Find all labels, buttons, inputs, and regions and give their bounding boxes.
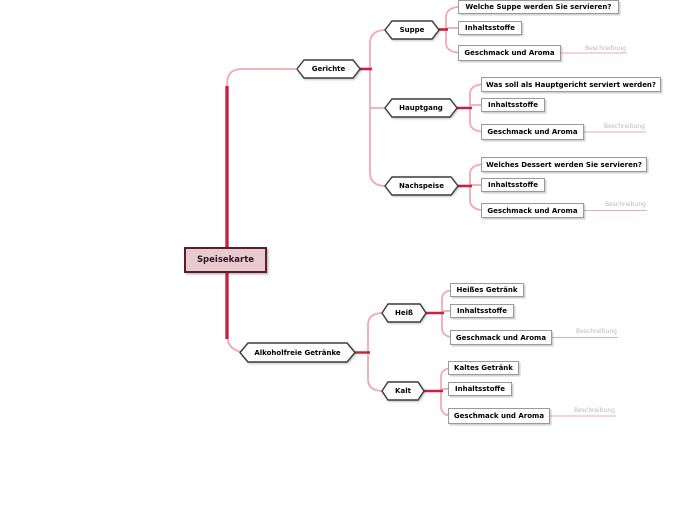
node-label: Kalt bbox=[395, 387, 411, 395]
hexagon-shape bbox=[384, 176, 459, 196]
leaf-label: Inhaltsstoffe bbox=[488, 101, 538, 109]
hexagon-shape bbox=[381, 381, 425, 401]
leaf-label: Welches Dessert werden Sie servieren? bbox=[486, 160, 642, 169]
leaf-label: Inhaltsstoffe bbox=[488, 181, 538, 189]
leaf-label: Heißes Getränk bbox=[456, 286, 518, 294]
node-nachspeise[interactable]: Nachspeise bbox=[384, 176, 459, 196]
leaf-label: Inhaltsstoffe bbox=[457, 307, 507, 315]
node-suppe[interactable]: Suppe bbox=[384, 20, 440, 40]
leaf-kalt-geschmack[interactable]: Geschmack und Aroma bbox=[448, 408, 550, 424]
leaf-label: Geschmack und Aroma bbox=[453, 412, 545, 420]
node-kalt[interactable]: Kalt bbox=[381, 381, 425, 401]
leaf-hauptgang-geschmack[interactable]: Geschmack und Aroma bbox=[481, 124, 584, 140]
node-label: Hauptgang bbox=[399, 104, 443, 112]
leaf-nachspeise-geschmack[interactable]: Geschmack und Aroma bbox=[481, 203, 584, 218]
hexagon-shape bbox=[239, 342, 356, 363]
note-nachspeise-beschreibung[interactable]: Beschreibung bbox=[605, 201, 646, 208]
note-kalt-beschreibung[interactable]: Beschreibung bbox=[574, 407, 615, 414]
node-root[interactable]: Speisekarte bbox=[184, 247, 267, 273]
leaf-kalt-getraenk[interactable]: Kaltes Getränk bbox=[448, 361, 519, 375]
leaf-heiss-geschmack[interactable]: Geschmack und Aroma bbox=[450, 330, 552, 345]
leaf-label: Geschmack und Aroma bbox=[487, 128, 578, 136]
node-label: Suppe bbox=[399, 26, 425, 34]
edge-root-gerichte bbox=[226, 68, 296, 100]
node-heiss[interactable]: Heiß bbox=[381, 303, 427, 323]
node-label: Alkoholfreie Getränke bbox=[254, 348, 341, 357]
leaf-label: Welche Suppe werden Sie servieren? bbox=[465, 3, 612, 11]
hexagon-shape bbox=[296, 59, 361, 79]
leaf-nachspeise-frage[interactable]: Welches Dessert werden Sie servieren? bbox=[481, 157, 647, 172]
leaf-label: Geschmack und Aroma bbox=[464, 49, 555, 57]
leaf-label: Geschmack und Aroma bbox=[487, 206, 578, 215]
node-label: Heiß bbox=[394, 309, 414, 317]
leaf-suppe-inhaltsstoffe[interactable]: Inhaltsstoffe bbox=[458, 21, 522, 35]
leaf-label: Kaltes Getränk bbox=[454, 364, 513, 372]
edge-getraenke-trunk bbox=[367, 312, 384, 392]
leaf-label: Geschmack und Aroma bbox=[455, 333, 547, 342]
leaf-heiss-getraenk[interactable]: Heißes Getränk bbox=[450, 283, 524, 297]
leaf-hauptgang-frage[interactable]: Was soll als Hauptgericht serviert werde… bbox=[481, 77, 661, 92]
leaf-suppe-geschmack[interactable]: Geschmack und Aroma bbox=[458, 45, 561, 61]
hexagon-shape bbox=[384, 98, 458, 118]
leaf-label: Was soll als Hauptgericht serviert werde… bbox=[486, 80, 656, 89]
note-hauptgang-beschreibung[interactable]: Beschreibung bbox=[604, 123, 645, 130]
leaf-label: Inhaltsstoffe bbox=[465, 24, 515, 32]
leaf-hauptgang-inhaltsstoffe[interactable]: Inhaltsstoffe bbox=[481, 98, 545, 112]
root-label: Speisekarte bbox=[196, 255, 255, 265]
node-gerichte[interactable]: Gerichte bbox=[296, 59, 361, 79]
leaf-kalt-inhaltsstoffe[interactable]: Inhaltsstoffe bbox=[448, 382, 512, 396]
note-heiss-beschreibung[interactable]: Beschreibung bbox=[576, 328, 617, 335]
leaf-suppe-frage[interactable]: Welche Suppe werden Sie servieren? bbox=[458, 0, 619, 14]
node-alkoholfreie-getraenke[interactable]: Alkoholfreie Getränke bbox=[239, 342, 356, 363]
leaf-nachspeise-inhaltsstoffe[interactable]: Inhaltsstoffe bbox=[481, 178, 545, 192]
leaf-label: Inhaltsstoffe bbox=[455, 385, 505, 393]
note-suppe-beschreibung[interactable]: Beschreibung bbox=[585, 45, 626, 52]
node-label: Nachspeise bbox=[399, 182, 444, 190]
node-label: Gerichte bbox=[311, 65, 346, 73]
hexagon-shape bbox=[381, 303, 427, 323]
node-hauptgang[interactable]: Hauptgang bbox=[384, 98, 458, 118]
hexagon-shape bbox=[384, 20, 440, 40]
leaf-heiss-inhaltsstoffe[interactable]: Inhaltsstoffe bbox=[450, 304, 514, 318]
